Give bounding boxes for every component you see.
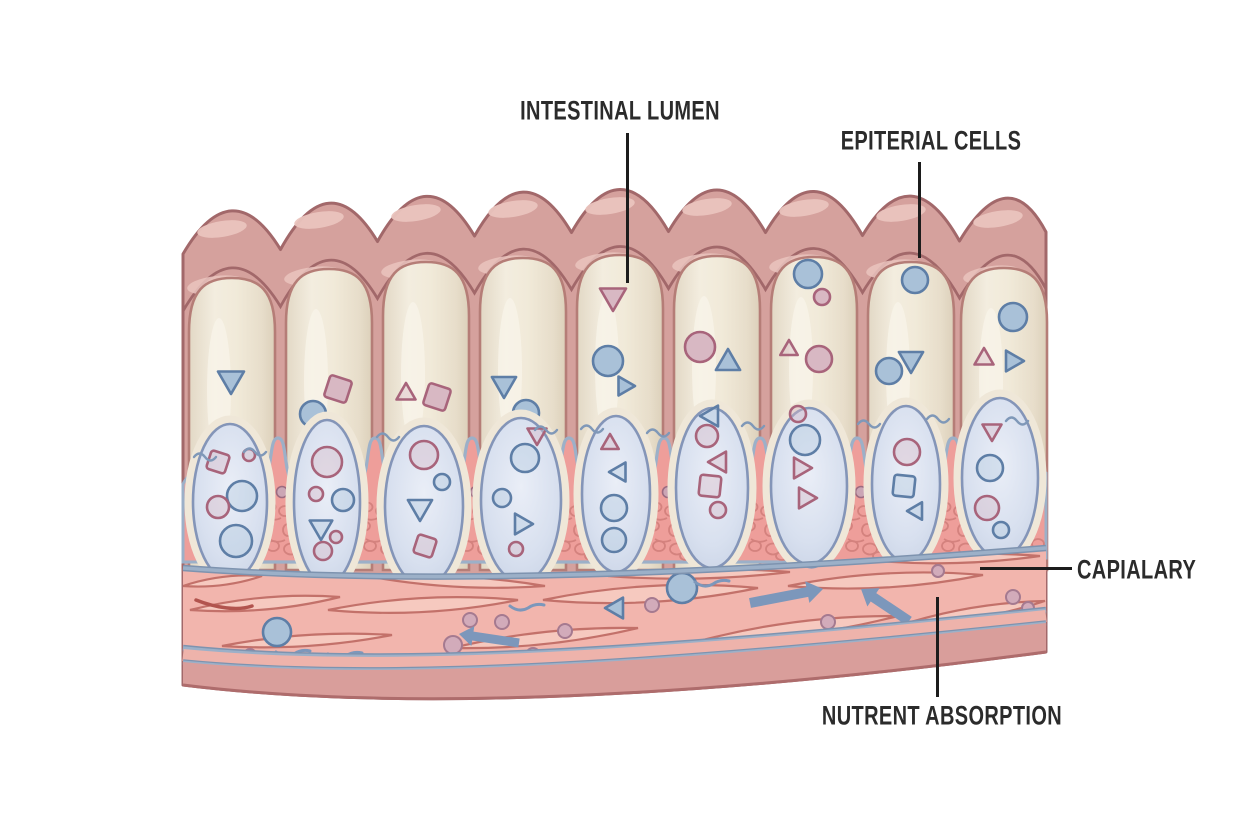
nutrient-particle bbox=[603, 596, 625, 620]
nutrient-particle bbox=[1005, 589, 1021, 605]
capillary-layer bbox=[182, 544, 1047, 660]
absorbed-nutrient-particles bbox=[205, 404, 1011, 562]
nutrient-particle bbox=[408, 439, 440, 471]
nutrient-particle bbox=[307, 485, 325, 503]
nutrient-particle bbox=[205, 449, 231, 475]
nutrient-particle bbox=[792, 258, 824, 290]
bottom-tissue-band bbox=[182, 610, 1047, 701]
nutrient-particle bbox=[491, 487, 513, 509]
nutrient-particle bbox=[507, 540, 525, 558]
nutrient-particle bbox=[991, 520, 1011, 540]
nutrient-particle bbox=[406, 498, 434, 523]
nutrient-particle bbox=[788, 404, 808, 424]
nutrient-particle bbox=[820, 614, 836, 630]
nutrient-particle bbox=[600, 526, 628, 554]
label-capialary: CAPIALARY bbox=[1077, 554, 1197, 585]
nutrient-particle bbox=[891, 473, 917, 499]
nutrient-particle bbox=[328, 529, 344, 545]
nutrient-particle bbox=[261, 616, 293, 648]
pointer-line-intestinal-lumen bbox=[626, 133, 629, 283]
nutrient-particle bbox=[975, 453, 1005, 483]
nutrient-particle bbox=[1004, 349, 1026, 373]
nutrient-particle bbox=[617, 375, 637, 397]
nutrient-particle bbox=[218, 523, 254, 559]
nutrient-particle bbox=[931, 564, 945, 578]
nutrient-particle bbox=[312, 540, 334, 562]
nutrient-particle bbox=[874, 356, 904, 386]
nutrient-particle bbox=[812, 287, 832, 307]
nutrient-particle bbox=[698, 404, 720, 428]
flow-arrow bbox=[861, 588, 912, 626]
nutrient-particle bbox=[905, 501, 924, 521]
nutrient-particle bbox=[714, 347, 742, 372]
flow-arrow bbox=[749, 581, 823, 608]
nutrient-particle bbox=[792, 456, 814, 480]
nutrient-particle bbox=[494, 614, 510, 630]
nutrient-particle bbox=[462, 612, 478, 628]
nutrient-particle bbox=[900, 265, 930, 295]
nutrient-particle bbox=[216, 370, 246, 396]
nutrient-particle bbox=[513, 512, 535, 536]
nutrient-particle bbox=[973, 346, 995, 366]
nutrient-particle bbox=[422, 382, 452, 412]
pointer-line-nutrent-absorption bbox=[936, 597, 939, 697]
nutrient-particle bbox=[897, 350, 925, 375]
label-intestinal-lumen: INTESTINAL LUMEN bbox=[520, 95, 720, 126]
nutrient-particle bbox=[598, 287, 628, 313]
lumen-nutrient-particles bbox=[216, 258, 1029, 429]
nutrient-particle bbox=[607, 461, 627, 483]
capillary-cell-shape bbox=[327, 596, 519, 614]
nutrient-particle bbox=[665, 571, 699, 605]
nutrient-particle bbox=[323, 374, 353, 404]
nutrient-particle bbox=[779, 338, 799, 357]
nutrient-particle bbox=[330, 487, 356, 513]
nutrient-particle bbox=[804, 344, 834, 374]
nutrient-particle bbox=[706, 450, 728, 474]
nutrient-particle bbox=[697, 473, 723, 499]
nutrient-particle bbox=[600, 432, 620, 451]
nutrient-particle bbox=[205, 494, 231, 520]
nutrient-particle bbox=[997, 301, 1029, 333]
nutrient-particle bbox=[591, 344, 625, 378]
nutrient-particle bbox=[788, 423, 822, 457]
flow-arrow bbox=[459, 626, 520, 648]
nutrient-particle bbox=[443, 635, 463, 655]
nutrient-particle bbox=[599, 493, 629, 523]
nutrient-particle bbox=[308, 519, 334, 542]
nutrient-particle bbox=[708, 500, 728, 520]
nutrient-particle bbox=[509, 442, 541, 474]
nutrient-particle bbox=[644, 597, 660, 613]
nutrient-particle bbox=[310, 445, 344, 479]
pointer-line-capialary bbox=[980, 567, 1072, 570]
nutrient-particle bbox=[683, 330, 717, 364]
label-nutrent-absorption: NUTRENT ABSORPTION bbox=[821, 700, 1063, 731]
label-epiterial-cells: EPITERIAL CELLS bbox=[840, 125, 1022, 156]
nutrient-particle bbox=[973, 494, 1001, 522]
nutrient-particle bbox=[694, 423, 720, 449]
capillary-cell-shape bbox=[542, 583, 759, 605]
nutrient-particle bbox=[490, 375, 518, 400]
nutrient-particle bbox=[395, 381, 417, 401]
nutrient-particle bbox=[557, 623, 573, 639]
nutrient-particle bbox=[432, 472, 452, 492]
nutrient-particle bbox=[892, 437, 922, 467]
nutrient-particle bbox=[797, 486, 819, 510]
brush-border-squiggles bbox=[192, 414, 1030, 462]
nutrient-particle bbox=[981, 423, 1003, 443]
nutrient-particle bbox=[225, 479, 259, 513]
pointer-line-epiterial-cells bbox=[918, 162, 921, 258]
nutrient-particle bbox=[412, 533, 438, 559]
